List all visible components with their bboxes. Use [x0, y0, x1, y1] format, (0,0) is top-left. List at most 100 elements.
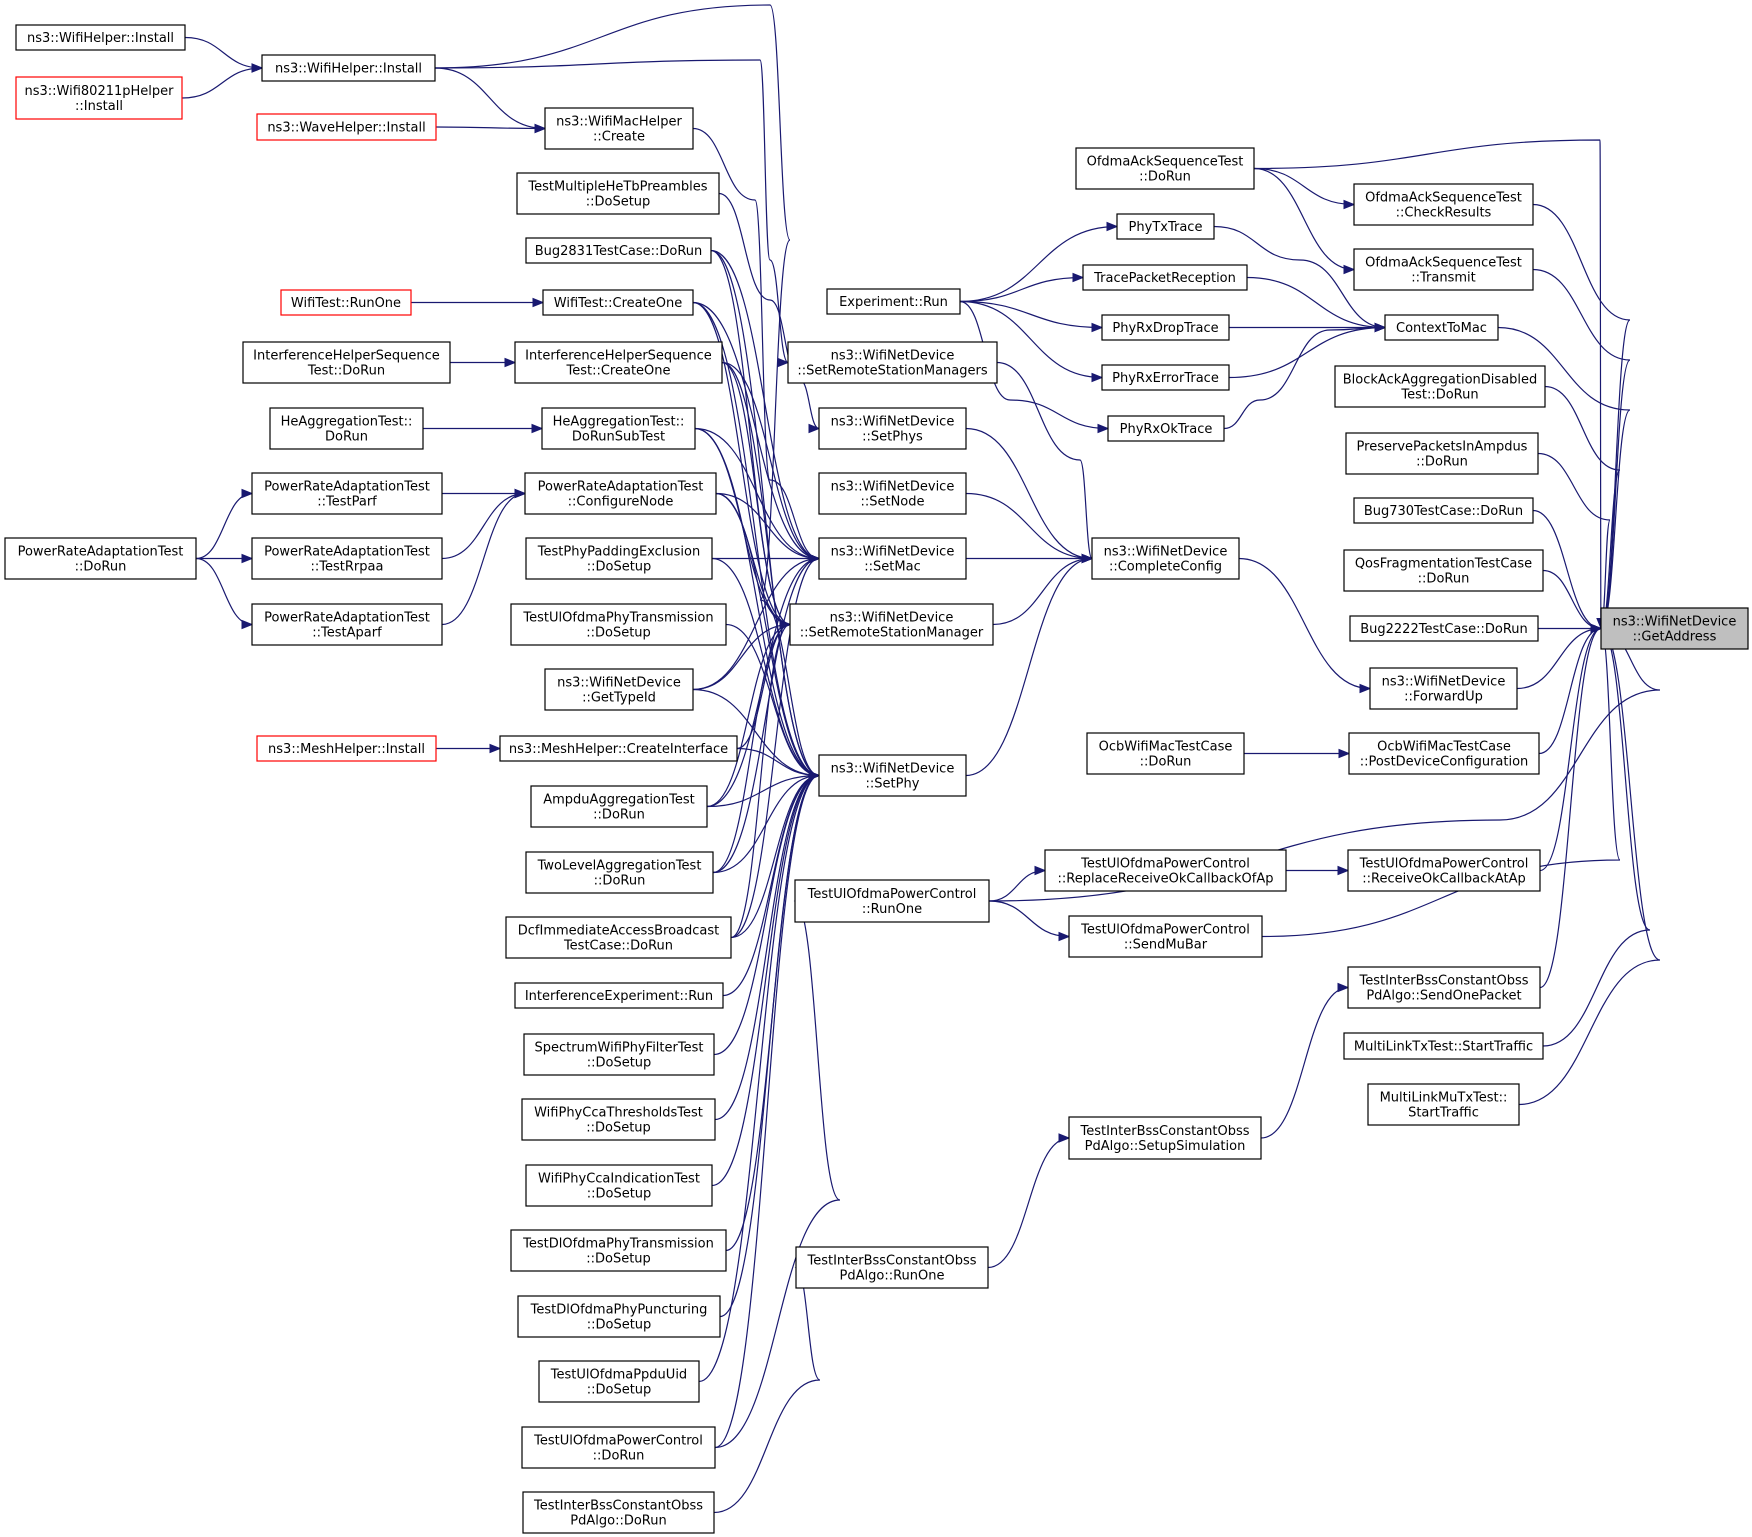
edge-line — [714, 774, 820, 1449]
node-pra-dorun[interactable]: PowerRateAdaptationTest::DoRun — [4, 537, 197, 580]
node-phytx[interactable]: PhyTxTrace — [1116, 213, 1215, 240]
node-ampdu[interactable]: AmpduAggregationTest::DoRun — [530, 785, 708, 828]
node-wh-install-a[interactable]: ns3::WifiHelper::Install — [15, 24, 186, 51]
node-tibss-setup[interactable]: TestInterBssConstantObssPdAlgo::SetupSim… — [1068, 1116, 1262, 1160]
node-getaddr[interactable]: ns3::WifiNetDevice::GetAddress — [1600, 607, 1749, 650]
node-pra-conf[interactable]: PowerRateAdaptationTest::ConfigureNode — [524, 472, 717, 515]
node-setmac[interactable]: ns3::WifiNetDevice::SetMac — [818, 537, 967, 580]
call-edge — [196, 553, 254, 564]
node-phyrxdrop[interactable]: PhyRxDropTrace — [1101, 314, 1230, 341]
node-mlmutx[interactable]: MultiLinkMuTxTest::StartTraffic — [1367, 1083, 1520, 1126]
node-label: ns3::WifiNetDevice — [831, 415, 955, 430]
arrowhead-icon — [241, 619, 254, 630]
node-w80211p[interactable]: ns3::Wifi80211pHelper::Install — [15, 76, 183, 120]
node-ocbdorun[interactable]: OcbWifiMacTestCase::DoRun — [1086, 732, 1245, 775]
node-wpcci[interactable]: WifiPhyCcaIndicationTest::DoSetup — [525, 1164, 713, 1207]
node-setnode[interactable]: ns3::WifiNetDevice::SetNode — [818, 472, 967, 515]
node-setrsm[interactable]: ns3::WifiNetDevice::SetRemoteStationMana… — [789, 603, 994, 646]
node-exprun[interactable]: Experiment::Run — [826, 288, 961, 315]
node-wh-install-b[interactable]: ns3::WifiHelper::Install — [261, 54, 436, 82]
call-edge — [965, 553, 1094, 777]
node-wpcct[interactable]: WifiPhyCcaThresholdsTest::DoSetup — [521, 1098, 716, 1141]
edge-line — [1532, 268, 1631, 630]
node-tibss-send[interactable]: TestInterBssConstantObssPdAlgo::SendOneP… — [1347, 966, 1541, 1009]
node-tulpc-runone[interactable]: TestUlOfdmaPowerControl::RunOne — [794, 879, 990, 923]
node-tdlpp[interactable]: TestDlOfdmaPhyPuncturing::DoSetup — [517, 1295, 721, 1338]
node-tpr[interactable]: TracePacketReception — [1082, 264, 1248, 291]
node-phyrxerr[interactable]: PhyRxErrorTrace — [1101, 364, 1230, 391]
node-label: Test::DoRun — [1400, 388, 1478, 403]
node-recvok[interactable]: TestUlOfdmaPowerControl::ReceiveOkCallba… — [1347, 849, 1541, 892]
node-tppe[interactable]: TestPhyPaddingExclusion::DoSetup — [525, 537, 713, 580]
node-ocbpdc[interactable]: OcbWifiMacTestCase::PostDeviceConfigurat… — [1348, 732, 1540, 775]
node-box — [542, 289, 694, 316]
node-label: TestUlOfdmaPowerControl — [1080, 923, 1250, 938]
edge-line — [1537, 452, 1611, 630]
node-phyrxok[interactable]: PhyRxOkTrace — [1107, 415, 1225, 442]
node-label: ::DoSetup — [586, 1121, 651, 1136]
node-box — [1082, 264, 1248, 291]
edge-line — [711, 774, 820, 1187]
node-wtcreate[interactable]: WifiTest::CreateOne — [542, 289, 694, 316]
node-meshci[interactable]: ns3::MeshHelper::CreateInterface — [499, 735, 738, 762]
node-tulpc-dorun[interactable]: TestUlOfdmaPowerControl::DoRun — [521, 1426, 716, 1469]
node-oast-tx[interactable]: OfdmaAckSequenceTest::Transmit — [1353, 248, 1534, 291]
node-oast-dorun[interactable]: OfdmaAckSequenceTest::DoRun — [1075, 147, 1255, 190]
node-swpft[interactable]: SpectrumWifiPhyFilterTest::DoSetup — [523, 1033, 715, 1076]
node-tulpt[interactable]: TestUlOfdmaPhyTransmission::DoSetup — [510, 603, 727, 646]
node-tdlpt[interactable]: TestDlOfdmaPhyTransmission::DoSetup — [510, 1229, 727, 1272]
node-label: ns3::WifiHelper::Install — [27, 31, 174, 46]
node-label: StartTraffic — [1408, 1106, 1479, 1121]
node-ihs-create[interactable]: InterferenceHelperSequenceTest::CreateOn… — [514, 341, 723, 384]
node-mltx[interactable]: MultiLinkTxTest::StartTraffic — [1343, 1032, 1544, 1060]
node-fwdup[interactable]: ns3::WifiNetDevice::ForwardUp — [1369, 667, 1518, 710]
node-replrx[interactable]: TestUlOfdmaPowerControl::ReplaceReceiveO… — [1044, 849, 1287, 892]
node-meshinst[interactable]: ns3::MeshHelper::Install — [256, 735, 437, 762]
node-dcf[interactable]: DcfImmediateAccessBroadcastTestCase::DoR… — [505, 916, 732, 959]
arrowhead-icon — [1343, 199, 1356, 210]
node-tulppdu[interactable]: TestUlOfdmaPpduUid::DoSetup — [538, 1360, 700, 1403]
node-pra-parf[interactable]: PowerRateAdaptationTest::TestParf — [251, 472, 443, 515]
node-wtrun[interactable]: WifiTest::RunOne — [280, 289, 412, 316]
arrowhead-icon — [1343, 264, 1356, 275]
node-pra-aparf[interactable]: PowerRateAdaptationTest::TestAparf — [251, 603, 443, 646]
node-oast-check[interactable]: OfdmaAckSequenceTest::CheckResults — [1353, 183, 1534, 226]
node-twolvl[interactable]: TwoLevelAggregationTest::DoRun — [525, 851, 714, 894]
node-label: ::TestParf — [317, 495, 377, 510]
node-bug730[interactable]: Bug730TestCase::DoRun — [1353, 497, 1534, 524]
node-intexp[interactable]: InterferenceExperiment::Run — [514, 982, 724, 1009]
node-label: ::CheckResults — [1396, 206, 1492, 221]
arrowhead-icon — [1338, 748, 1351, 759]
node-setrsm-s[interactable]: ns3::WifiNetDevice::SetRemoteStationMana… — [787, 341, 998, 384]
node-label: InterferenceExperiment::Run — [525, 989, 713, 1004]
node-macch[interactable]: ns3::WifiMacHelper::Create — [544, 107, 694, 150]
node-ctm[interactable]: ContextToMac — [1384, 314, 1499, 341]
edge-line — [694, 427, 820, 560]
node-ppia[interactable]: PreservePacketsInAmpdus::DoRun — [1345, 432, 1539, 475]
node-bug2222[interactable]: Bug2222TestCase::DoRun — [1349, 615, 1539, 642]
node-label: ::Create — [593, 130, 645, 145]
node-wave[interactable]: ns3::WaveHelper::Install — [256, 113, 437, 141]
node-setphy[interactable]: ns3::WifiNetDevice::SetPhy — [818, 754, 967, 797]
node-heagg-sub[interactable]: HeAggregationTest::DoRunSubTest — [541, 407, 696, 450]
node-label: Bug2831TestCase::DoRun — [535, 244, 703, 259]
node-qosfrag[interactable]: QosFragmentationTestCase::DoRun — [1343, 549, 1544, 592]
node-sendmubar[interactable]: TestUlOfdmaPowerControl::SendMuBar — [1068, 915, 1263, 958]
node-complete[interactable]: ns3::WifiNetDevice::CompleteConfig — [1091, 537, 1240, 580]
node-tmhe[interactable]: TestMultipleHeTbPreambles::DoSetup — [516, 172, 720, 215]
node-gettypeid[interactable]: ns3::WifiNetDevice::GetTypeId — [544, 668, 694, 711]
node-setphys[interactable]: ns3::WifiNetDevice::SetPhys — [818, 407, 967, 450]
node-heagg-dorun[interactable]: HeAggregationTest::DoRun — [269, 407, 424, 450]
node-label: ::SetNode — [860, 495, 924, 510]
edge-line — [1228, 326, 1386, 379]
edge-line — [706, 774, 820, 808]
node-pra-rrpaa[interactable]: PowerRateAdaptationTest::TestRrpaa — [251, 537, 443, 580]
node-label: DoRunSubTest — [572, 430, 665, 445]
edge-line — [715, 492, 820, 777]
call-edge — [730, 619, 792, 939]
node-bug2831[interactable]: Bug2831TestCase::DoRun — [525, 237, 712, 264]
